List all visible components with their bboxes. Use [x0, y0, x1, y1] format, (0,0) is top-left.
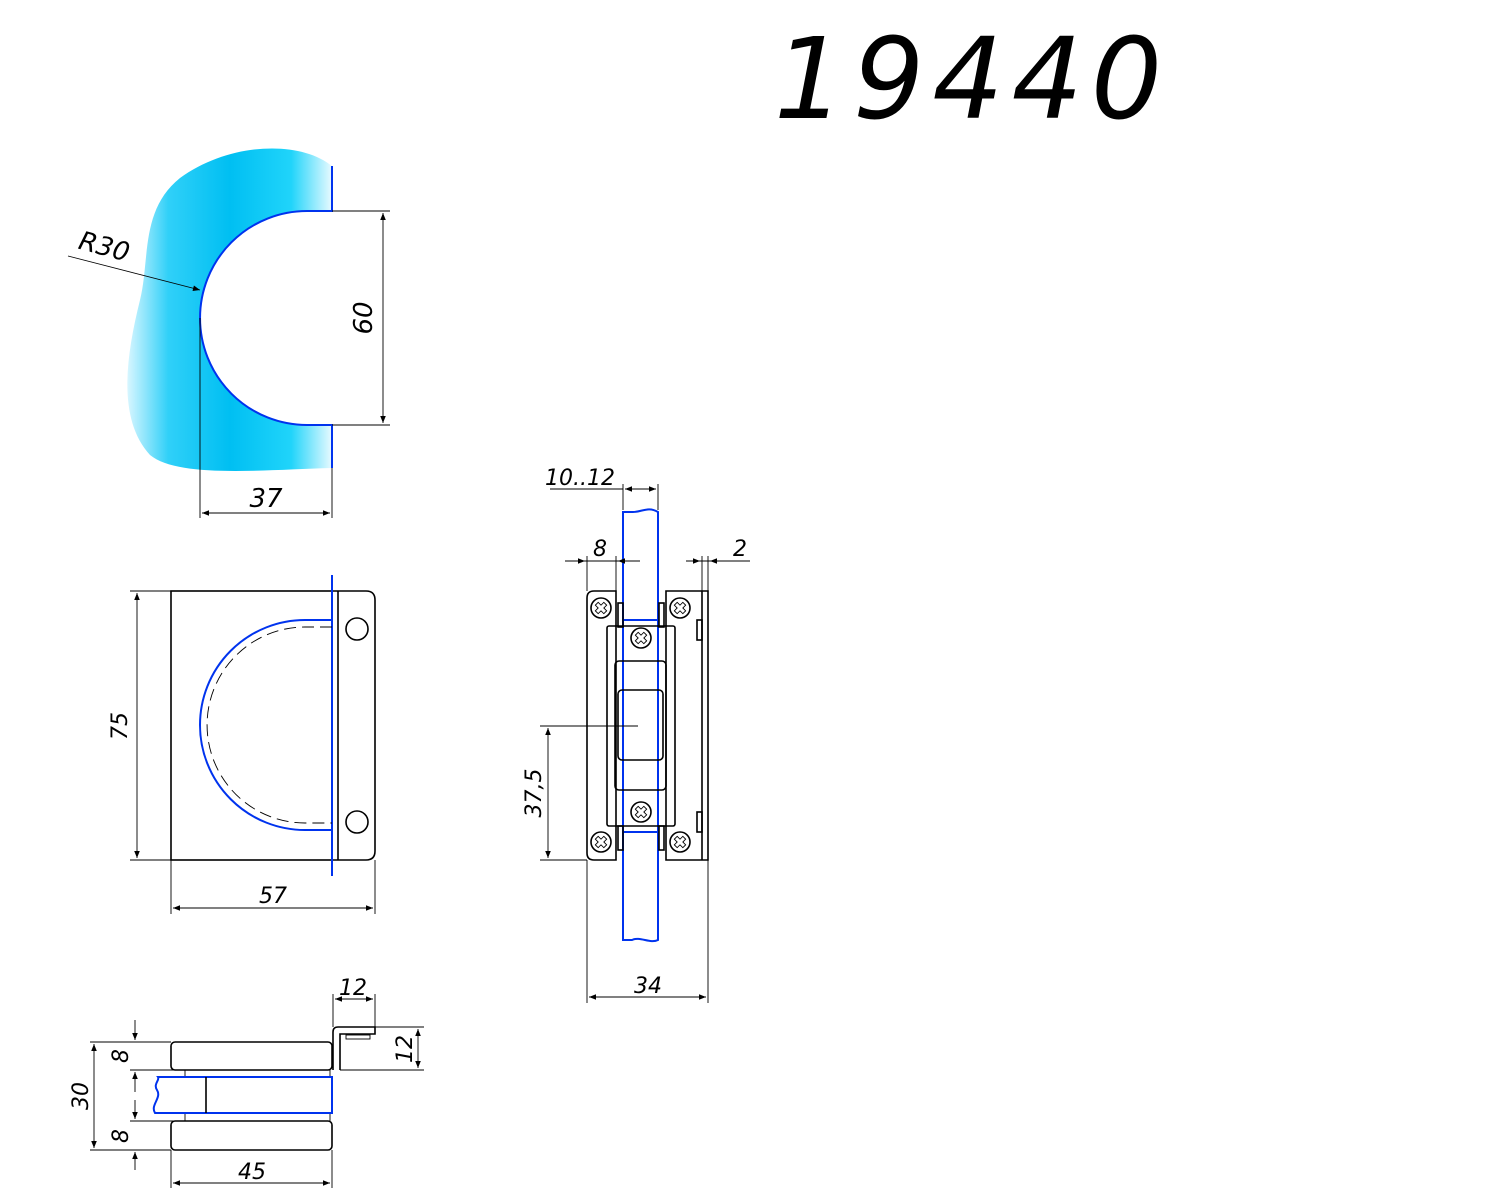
dim-tab-height: 12 [393, 1035, 418, 1063]
dim-length: 45 [238, 1160, 266, 1185]
dim-width-57: 57 [259, 884, 287, 909]
dim-top-thickness: 8 [109, 1049, 134, 1063]
glass-panel [127, 148, 332, 471]
screw-icon [630, 801, 652, 823]
dim-glass-thickness: 10..12 [545, 466, 615, 491]
dim-height-60: 60 [349, 301, 379, 334]
mount-hole [345, 810, 369, 834]
side-view: 12 12 8 8 30 45 [69, 976, 424, 1188]
screw-icon [590, 597, 612, 619]
screw-icon [669, 831, 691, 853]
dim-height-75: 75 [108, 712, 133, 740]
screw-icon [630, 627, 652, 649]
dim-tab-width: 12 [339, 976, 367, 1001]
dim-plate-thickness: 8 [593, 537, 607, 562]
dim-bottom-thickness: 8 [109, 1129, 134, 1143]
dim-depth-37: 37 [249, 484, 283, 514]
part-number: 19440 [774, 15, 1170, 145]
mount-hole [345, 617, 369, 641]
screw-icon [590, 831, 612, 853]
screw-icon [669, 597, 691, 619]
end-view: 10..12 8 2 37,5 34 [522, 466, 750, 1003]
front-view: 75 57 [108, 575, 376, 914]
dim-gap: 2 [733, 537, 747, 562]
dim-radius: R30 [75, 226, 132, 268]
dim-total-height: 30 [69, 1082, 94, 1110]
top-view: 60 37 R30 [67, 148, 390, 518]
dim-total-width: 34 [634, 974, 662, 999]
dim-center-height: 37,5 [522, 769, 547, 818]
